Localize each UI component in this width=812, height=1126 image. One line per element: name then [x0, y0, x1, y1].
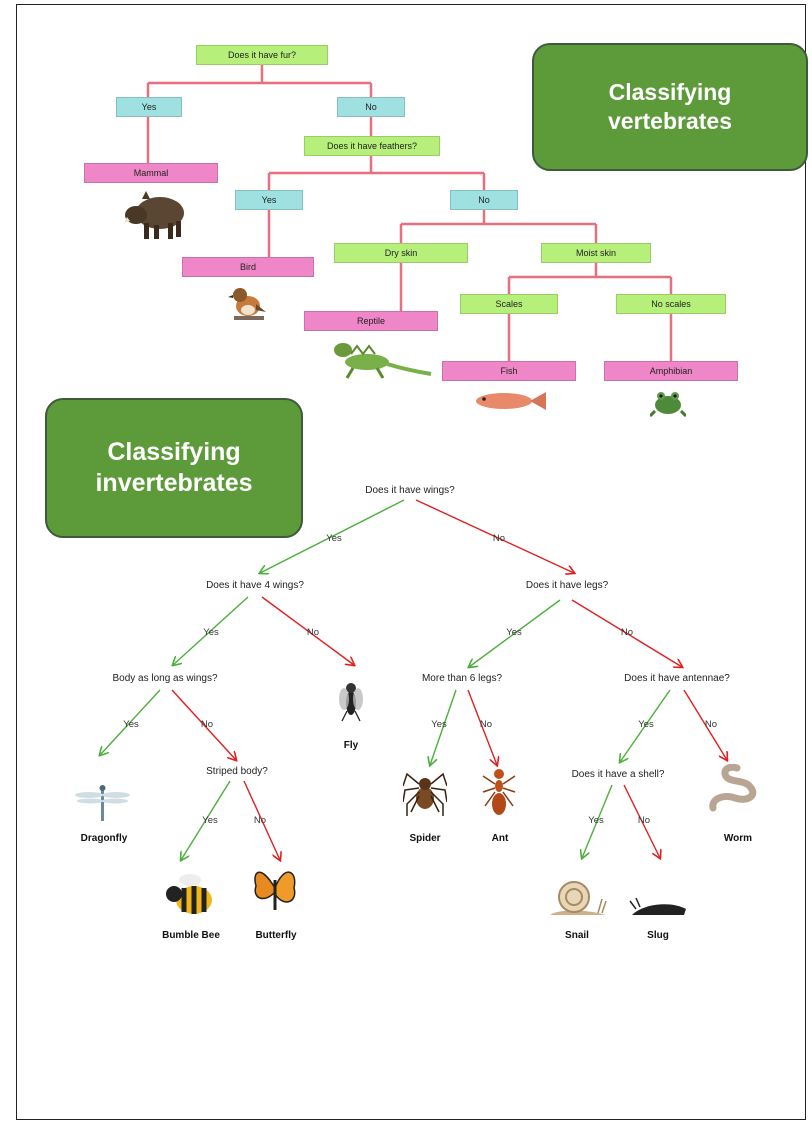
- label-yes-body: Yes: [123, 719, 139, 730]
- invertebrates-title-line-1: Classifying: [107, 437, 241, 466]
- label-no-wings: No: [492, 533, 506, 544]
- result-snail: Snail: [565, 930, 589, 941]
- label-yes-4-wings: Yes: [203, 627, 219, 638]
- question-wings: Does it have wings?: [365, 485, 455, 496]
- question-antennae: Does it have antennae?: [624, 673, 730, 684]
- result-fish: Fish: [442, 361, 576, 381]
- vertebrates-title-line-1: Classifying: [608, 79, 732, 106]
- result-bumble-bee: Bumble Bee: [162, 930, 220, 941]
- iguana-image: [334, 343, 432, 379]
- result-amphibian: Amphibian: [604, 361, 738, 381]
- label-yes-6-legs: Yes: [431, 719, 447, 730]
- label-no-antennae: No: [704, 719, 718, 730]
- answer-no-feathers: No: [450, 190, 518, 210]
- vertebrate-connectors: [146, 63, 673, 361]
- result-fly: Fly: [343, 740, 359, 751]
- result-worm: Worm: [723, 833, 753, 844]
- worm-image: [709, 764, 757, 812]
- category-moist-skin: Moist skin: [541, 243, 651, 263]
- question-fur: Does it have fur?: [196, 45, 328, 65]
- page-border: [16, 4, 806, 1120]
- result-reptile: Reptile: [304, 311, 438, 331]
- fish-image: [476, 392, 546, 410]
- vertebrates-title-panel: Classifying vertebrates: [532, 43, 808, 171]
- label-no-4-wings: No: [306, 627, 320, 638]
- invertebrates-title-panel: Classifying invertebrates: [45, 398, 303, 538]
- slug-image: [629, 897, 686, 915]
- answer-yes-feathers: Yes: [235, 190, 303, 210]
- label-yes-wings: Yes: [326, 533, 342, 544]
- label-yes-striped: Yes: [202, 815, 218, 826]
- snail-image: [550, 881, 607, 915]
- question-striped-body: Striped body?: [206, 766, 268, 777]
- boar-image: [124, 191, 184, 239]
- bird-image: [228, 288, 266, 320]
- label-no-legs: No: [620, 627, 634, 638]
- result-butterfly: Butterfly: [255, 930, 297, 941]
- label-no-shell: No: [637, 815, 651, 826]
- fly-image: [339, 683, 363, 722]
- vertebrates-title-line-2: vertebrates: [607, 108, 733, 134]
- answer-no-fur: No: [337, 97, 405, 117]
- question-6-legs: More than 6 legs?: [421, 673, 503, 684]
- frog-image: [650, 392, 686, 417]
- label-yes-shell: Yes: [588, 815, 604, 826]
- result-dragonfly: Dragonfly: [80, 833, 128, 844]
- label-no-6-legs: No: [479, 719, 493, 730]
- result-mammal: Mammal: [84, 163, 218, 183]
- bumble-bee-image: [166, 874, 212, 914]
- category-dry-skin: Dry skin: [334, 243, 468, 263]
- label-yes-antennae: Yes: [638, 719, 654, 730]
- butterfly-image: [254, 871, 296, 910]
- label-yes-legs: Yes: [506, 627, 522, 638]
- answer-yes-fur: Yes: [116, 97, 182, 117]
- question-4-wings: Does it have 4 wings?: [206, 580, 304, 591]
- spider-image: [403, 772, 447, 816]
- category-no-scales: No scales: [616, 294, 726, 314]
- label-no-striped: No: [253, 815, 267, 826]
- result-spider: Spider: [409, 833, 441, 844]
- invertebrates-title-line-2: invertebrates: [95, 469, 253, 497]
- dragonfly-image: [75, 785, 130, 821]
- result-ant: Ant: [491, 833, 509, 844]
- question-feathers: Does it have feathers?: [304, 136, 440, 156]
- question-legs: Does it have legs?: [525, 580, 609, 591]
- question-shell: Does it have a shell?: [571, 769, 665, 780]
- result-bird: Bird: [182, 257, 314, 277]
- result-slug: Slug: [647, 930, 669, 941]
- category-scales: Scales: [460, 294, 558, 314]
- label-no-body: No: [200, 719, 214, 730]
- ant-image: [482, 769, 516, 815]
- question-body-length: Body as long as wings?: [112, 673, 218, 684]
